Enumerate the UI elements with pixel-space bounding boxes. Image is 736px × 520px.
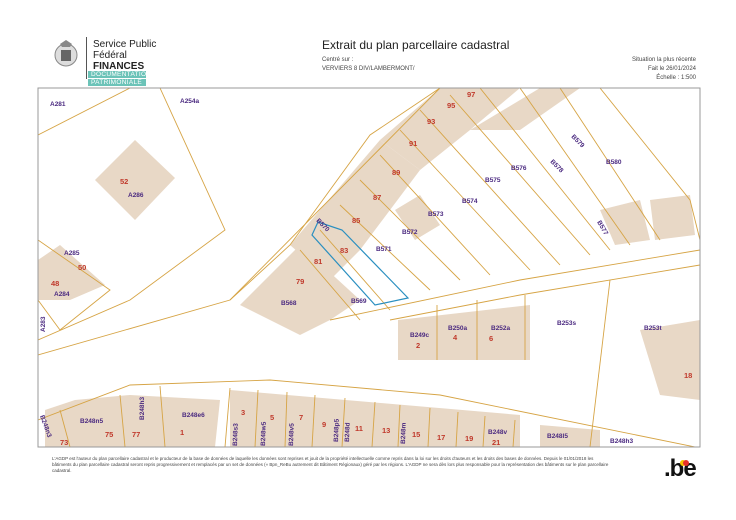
situation: Situation la plus récente: [631, 57, 696, 63]
house-number: 15: [412, 430, 420, 439]
parcel-label: B248v5: [288, 423, 296, 446]
house-number: 52: [120, 177, 128, 186]
parcel-label: B248l5: [547, 433, 568, 440]
house-number: 77: [132, 430, 140, 439]
be-logo-text: .be: [664, 455, 697, 482]
parcel-label: B248n5: [80, 418, 104, 425]
parcel-label: A254a: [180, 98, 200, 105]
badge-line1: DOCUMENTATION: [88, 71, 151, 78]
date: Fait le 26/01/2024: [647, 66, 696, 72]
house-number: 9: [322, 420, 326, 429]
badge-line2: PATRIMONIALE: [88, 79, 146, 86]
parcel-label: B252a: [491, 325, 511, 332]
house-number: 3: [241, 408, 245, 417]
page-title: Extrait du plan parcellaire cadastral: [322, 38, 510, 52]
house-numbers: 52 50 48 97 95 93 91 89 87 85 83 81 79 2…: [51, 90, 692, 447]
parcel-label: B248d: [344, 422, 352, 442]
parcel-label: A283: [40, 316, 47, 332]
parcel-label: B578: [549, 158, 565, 174]
house-number: 89: [392, 168, 400, 177]
parcel-label: A284: [54, 291, 70, 298]
parcel-label: B576: [511, 165, 527, 172]
parcel-label: B575: [485, 177, 501, 184]
parcel-label: B248h3: [610, 438, 634, 445]
centered-value: VERVIERS 8 DIV/LAMBERMONT/: [322, 66, 415, 72]
house-number: 21: [492, 438, 500, 447]
house-number: 7: [299, 413, 303, 422]
parcel-label: B248w5: [260, 421, 268, 446]
org-line1: Service Public: [93, 39, 157, 50]
parcel-label: A285: [64, 250, 80, 257]
house-number: 87: [373, 193, 381, 202]
house-number: 48: [51, 279, 59, 288]
parcel-label: B248v: [488, 429, 508, 436]
parcel-label: B580: [606, 159, 622, 166]
disclaimer: L'AGDP est l'auteur du plan parcellaire …: [52, 456, 609, 473]
org-line2: Fédéral: [93, 50, 127, 61]
house-number: 5: [270, 413, 274, 422]
house-number: 75: [105, 430, 113, 439]
parcel-label: B248s3: [232, 423, 240, 446]
parcel-label: B568: [281, 300, 297, 307]
house-number: 17: [437, 433, 445, 442]
house-number: 95: [447, 101, 455, 110]
parcel-label: B572: [402, 229, 418, 236]
house-number: 1: [180, 428, 184, 437]
centered-label: Centré sur :: [322, 57, 354, 63]
house-number: 13: [382, 426, 390, 435]
house-number: 18: [684, 371, 692, 380]
org-line3: FINANCES: [93, 61, 145, 72]
parcel-label: B248h3: [139, 396, 146, 420]
house-number: 97: [467, 90, 475, 99]
house-number: 93: [427, 117, 435, 126]
house-number: 50: [78, 263, 86, 272]
coat-of-arms-icon: [52, 38, 80, 70]
house-number: 4: [453, 333, 458, 342]
parcel-label: B571: [376, 246, 392, 253]
be-flag-icon: [683, 460, 689, 466]
map-frame: [37, 87, 701, 448]
buildings: [38, 88, 700, 447]
house-number: 11: [355, 424, 363, 433]
parcel-label: A286: [128, 192, 144, 199]
house-number: 79: [296, 277, 304, 286]
parcel-label: B253s: [557, 320, 577, 327]
parcel-boundaries: [38, 88, 700, 447]
parcel-label: B248p5: [333, 418, 341, 442]
parcel-label: B248e6: [182, 412, 205, 419]
logo-divider: [86, 37, 87, 79]
parcel-label: B250a: [448, 325, 468, 332]
house-number: 73: [60, 438, 68, 447]
highlighted-parcel[interactable]: [311, 221, 410, 306]
parcel-label: B574: [462, 198, 478, 205]
house-number: 2: [416, 341, 420, 350]
parcel-label: B253t: [644, 325, 663, 332]
house-number: 6: [489, 334, 493, 343]
be-logo: .be: [664, 455, 697, 483]
house-number: 83: [340, 246, 348, 255]
parcel-label: B579: [570, 133, 586, 149]
scale: Échelle : 1:500: [656, 75, 696, 81]
parcel-label: B249c: [410, 332, 430, 339]
parcel-label: B248m: [400, 422, 408, 444]
parcel-label: A281: [50, 101, 66, 108]
parcel-label: B573: [428, 211, 444, 218]
house-number: 81: [314, 257, 322, 266]
parcel-label: B569: [351, 298, 367, 305]
house-number: 19: [465, 434, 473, 443]
house-number: 85: [352, 216, 360, 225]
house-number: 91: [409, 139, 417, 148]
